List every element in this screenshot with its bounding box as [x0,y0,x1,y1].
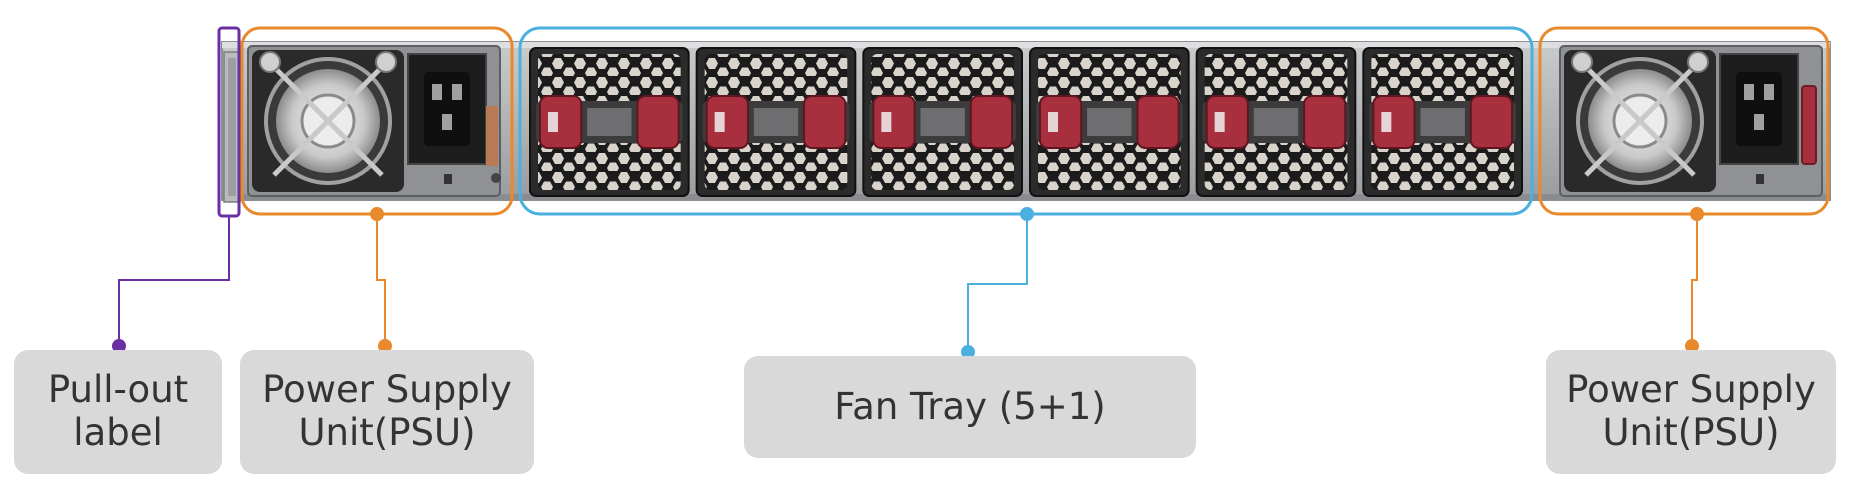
fan-latch-left[interactable] [705,95,749,149]
fan-module[interactable] [862,47,1023,197]
fan-latch-right[interactable] [803,95,847,149]
fan-tray-leader [967,214,1028,352]
fan-latch-right[interactable] [1303,95,1347,149]
fan-tray-top-dot [1020,207,1034,221]
psu-right-callout: Power Supply Unit(PSU) [1546,350,1836,474]
psu-left-leader [376,214,386,346]
psu-right-top-dot [1690,207,1704,221]
fan-latch-right[interactable] [969,95,1013,149]
fan-latch-left[interactable] [1205,95,1249,149]
psu-left-callout: Power Supply Unit(PSU) [240,350,534,474]
fan-latch-left[interactable] [872,95,916,149]
fan-tray-callout: Fan Tray (5+1) [744,356,1196,458]
psu-right-module[interactable] [1559,45,1823,197]
fan-latch-right[interactable] [636,95,680,149]
fan-latch-right[interactable] [1469,95,1514,149]
psu-left-top-dot [370,207,384,221]
fan-module[interactable] [1029,47,1190,197]
psu-left-module[interactable] [247,45,501,197]
psu-left-bottom-dot [378,339,392,353]
pull-out-label-leader [118,216,230,346]
fan-module[interactable] [1195,47,1357,197]
fan-latch-left[interactable] [539,95,583,149]
fan-latch-right[interactable] [1136,95,1180,149]
fan-module[interactable] [529,47,690,197]
psu-right-bottom-dot [1685,339,1699,353]
fan-tray [529,47,1524,197]
pull-out-leader-dot [112,339,126,353]
fan-module[interactable] [1362,47,1524,197]
fan-tray-bottom-dot [961,345,975,359]
pull-out-label-callout: Pull-out label [14,350,222,474]
fan-latch-left[interactable] [1372,95,1416,149]
psu-right-outline [1538,26,1830,216]
fan-latch-left[interactable] [1039,95,1083,149]
psu-right-leader [1691,214,1698,346]
fan-module[interactable] [695,47,857,197]
